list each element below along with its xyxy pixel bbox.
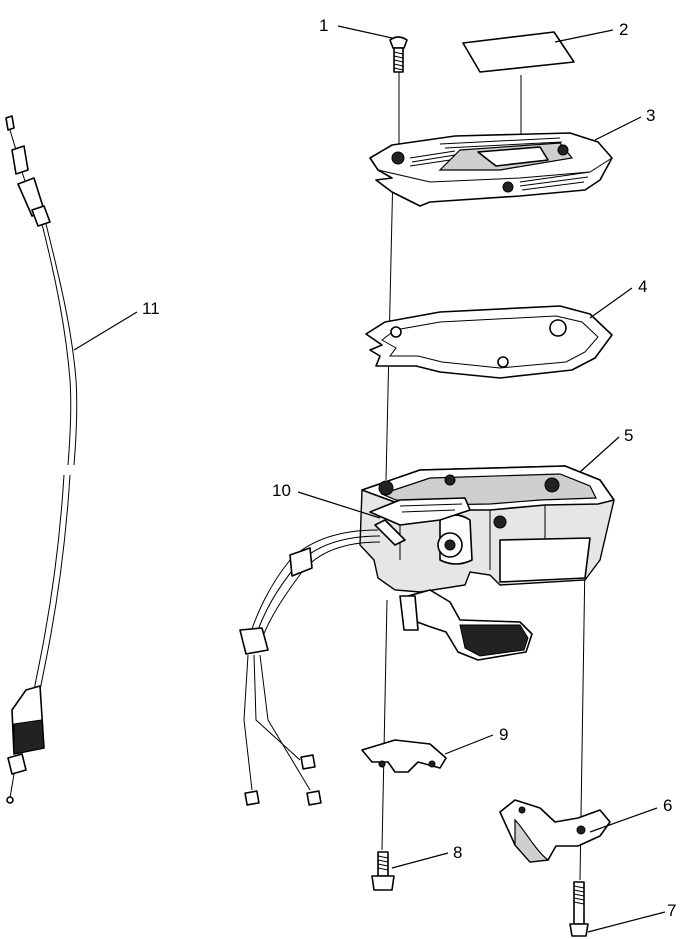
callout-numbers: 1 2 3 4 5 6 7 8 9 10 11 bbox=[142, 16, 676, 920]
part-3-cover bbox=[369, 132, 613, 207]
callout-9: 9 bbox=[499, 725, 508, 744]
part-6-clamp bbox=[499, 799, 611, 863]
callout-4: 4 bbox=[638, 277, 647, 296]
callout-7: 7 bbox=[667, 901, 676, 920]
callout-6: 6 bbox=[663, 796, 672, 815]
part-4-gasket bbox=[365, 305, 613, 379]
part-5-housing bbox=[359, 465, 615, 593]
part-1-screw bbox=[389, 36, 408, 73]
callout-5: 5 bbox=[624, 426, 633, 445]
throttle-lever bbox=[399, 589, 533, 661]
part-11-cable bbox=[5, 115, 78, 804]
callout-3: 3 bbox=[646, 106, 655, 125]
wire-harness bbox=[239, 529, 381, 806]
part-2-decal bbox=[462, 31, 575, 73]
callout-10: 10 bbox=[272, 481, 291, 500]
callout-2: 2 bbox=[619, 20, 628, 39]
part-8-screw bbox=[371, 851, 395, 891]
callout-1: 1 bbox=[319, 16, 328, 35]
part-10-switch bbox=[369, 497, 471, 546]
callout-8: 8 bbox=[453, 843, 462, 862]
leader-lines bbox=[73, 25, 666, 933]
part-7-bolt bbox=[569, 881, 589, 937]
callout-11: 11 bbox=[142, 299, 160, 318]
part-9-clip bbox=[361, 739, 447, 773]
